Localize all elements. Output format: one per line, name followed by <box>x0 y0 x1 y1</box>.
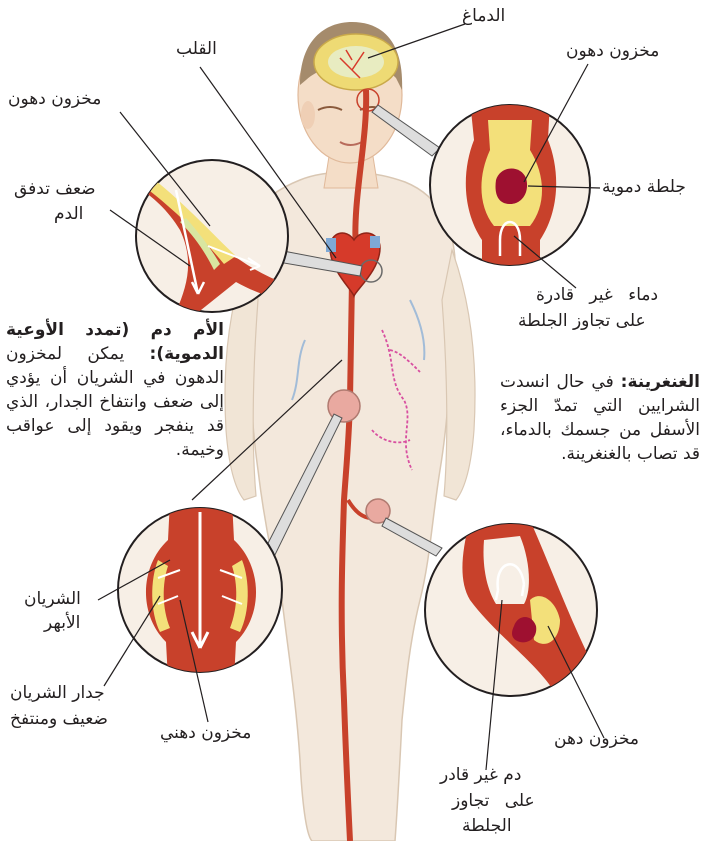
label-blood-bottom-1: دم غير قادر <box>440 764 521 787</box>
gangrene-description: الغنغرينة: في حال انسدت الشرايين التي تم… <box>500 370 700 466</box>
gangrene-term: الغنغرينة: <box>621 372 700 392</box>
label-fatty-deposit: مخزون دهني <box>160 722 251 745</box>
inset-aneurysm <box>118 500 282 680</box>
inset-blood-clot <box>430 100 590 270</box>
label-brain: الدماغ <box>462 5 505 28</box>
right-arm <box>442 250 475 500</box>
label-weak-flow-2: الدم <box>54 203 83 226</box>
aneurysm-description: الأم دم (تمدد الأوعية الدموية): يمكن لمخ… <box>6 318 224 462</box>
label-weak-flow-1: ضعف تدفق <box>14 178 96 201</box>
label-fat-deposit-right: مخزون دهون <box>566 40 659 63</box>
label-blood-clot: جلطة دموية <box>602 176 686 199</box>
label-aorta-2: الأبهر <box>44 612 80 635</box>
label-artery-wall-2: ضعيف ومنتفخ <box>10 708 108 731</box>
label-blood-unable-2: على تجاوز الجلطة <box>518 310 646 333</box>
inset-gangrene-clot <box>425 520 600 700</box>
label-fat-deposit-bottom: مخزون دهن <box>554 728 639 751</box>
label-artery-wall-1: جدار الشريان <box>10 682 105 705</box>
label-aorta-1: الشريان <box>24 588 81 611</box>
label-blood-bottom-3: الجلطة <box>462 815 512 838</box>
label-blood-bottom-2: على تجاوز <box>452 790 535 813</box>
label-blood-unable-1: دماء غير قادرة <box>536 284 658 307</box>
label-heart: القلب <box>176 38 217 61</box>
label-fat-deposit-left: مخزون دهون <box>8 88 101 111</box>
body-figure <box>225 22 475 841</box>
